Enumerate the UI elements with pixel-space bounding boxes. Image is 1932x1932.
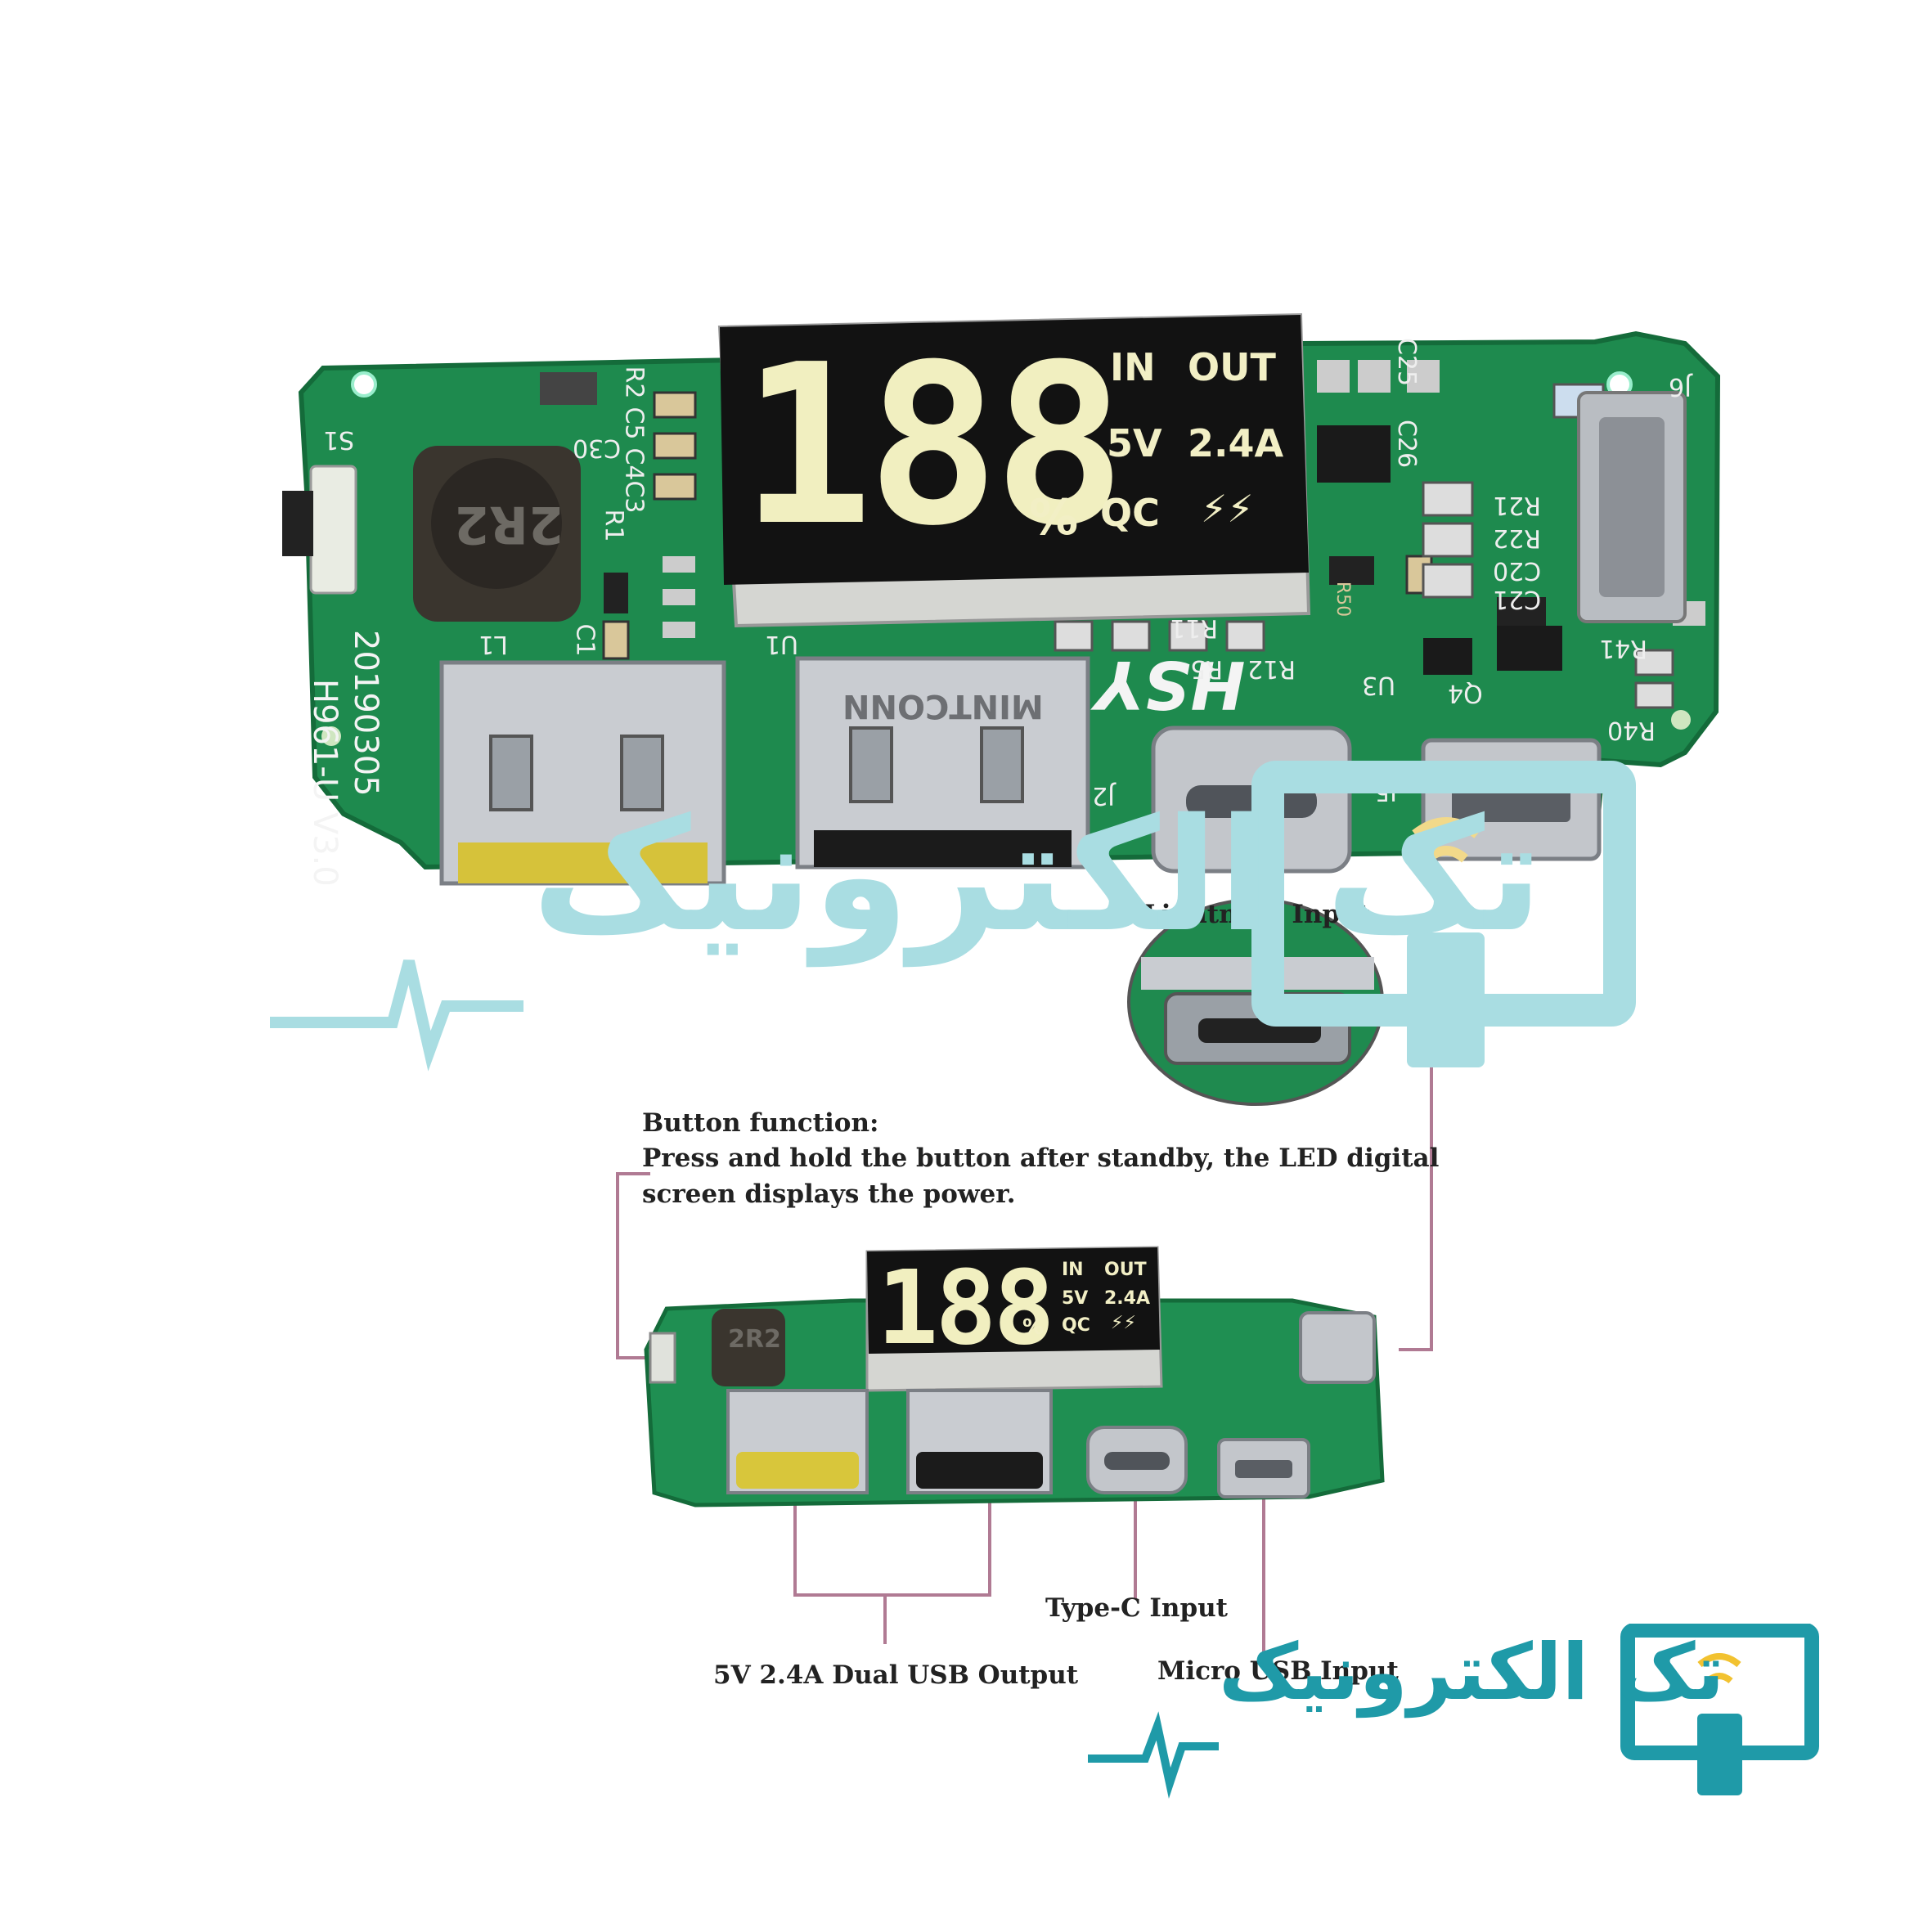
button-function-line2: screen displays the power. xyxy=(642,1179,1016,1209)
usb-output-label: 5V 2.4A Dual USB Output xyxy=(713,1660,1079,1690)
top-display-out: OUT xyxy=(1188,345,1276,389)
watermark-large-logo-icon xyxy=(270,761,1636,1072)
micro-usb-input-label: Micro USB Input xyxy=(1157,1656,1399,1686)
typec-input-label: Type-C Input xyxy=(1045,1593,1228,1623)
watermark-large-text: تک الکترونیک xyxy=(532,785,1543,966)
top-display-percent: % xyxy=(1029,489,1079,546)
watermark-small-logo-icon xyxy=(1088,1624,1819,1799)
top-display-amp: 2.4A xyxy=(1188,421,1284,465)
watermark-small: تک الکترونیک xyxy=(1088,1624,1824,1836)
watermark-small-text: تک الکترونیک xyxy=(1219,1628,1725,1718)
top-display-digits: 188 xyxy=(740,317,1126,574)
button-callout-line xyxy=(616,1172,654,1359)
watermark-large: تک الکترونیک xyxy=(262,761,1644,1072)
top-board: 188 % IN OUT 5V 2.4A QC ⚡⚡ H961-U V3.0 2… xyxy=(0,0,1932,900)
top-display-in: IN xyxy=(1110,345,1156,389)
usb-output-callout-bracket xyxy=(793,1497,991,1597)
top-display-volt: 5V xyxy=(1107,421,1162,465)
top-board-graphic xyxy=(282,312,1721,886)
top-display-bolt-icon: ⚡⚡ xyxy=(1201,487,1254,531)
top-display-qc: QC xyxy=(1100,491,1160,535)
button-function-title: Button function: xyxy=(642,1108,879,1138)
button-function-line1: Press and hold the button after standby,… xyxy=(642,1143,1440,1173)
